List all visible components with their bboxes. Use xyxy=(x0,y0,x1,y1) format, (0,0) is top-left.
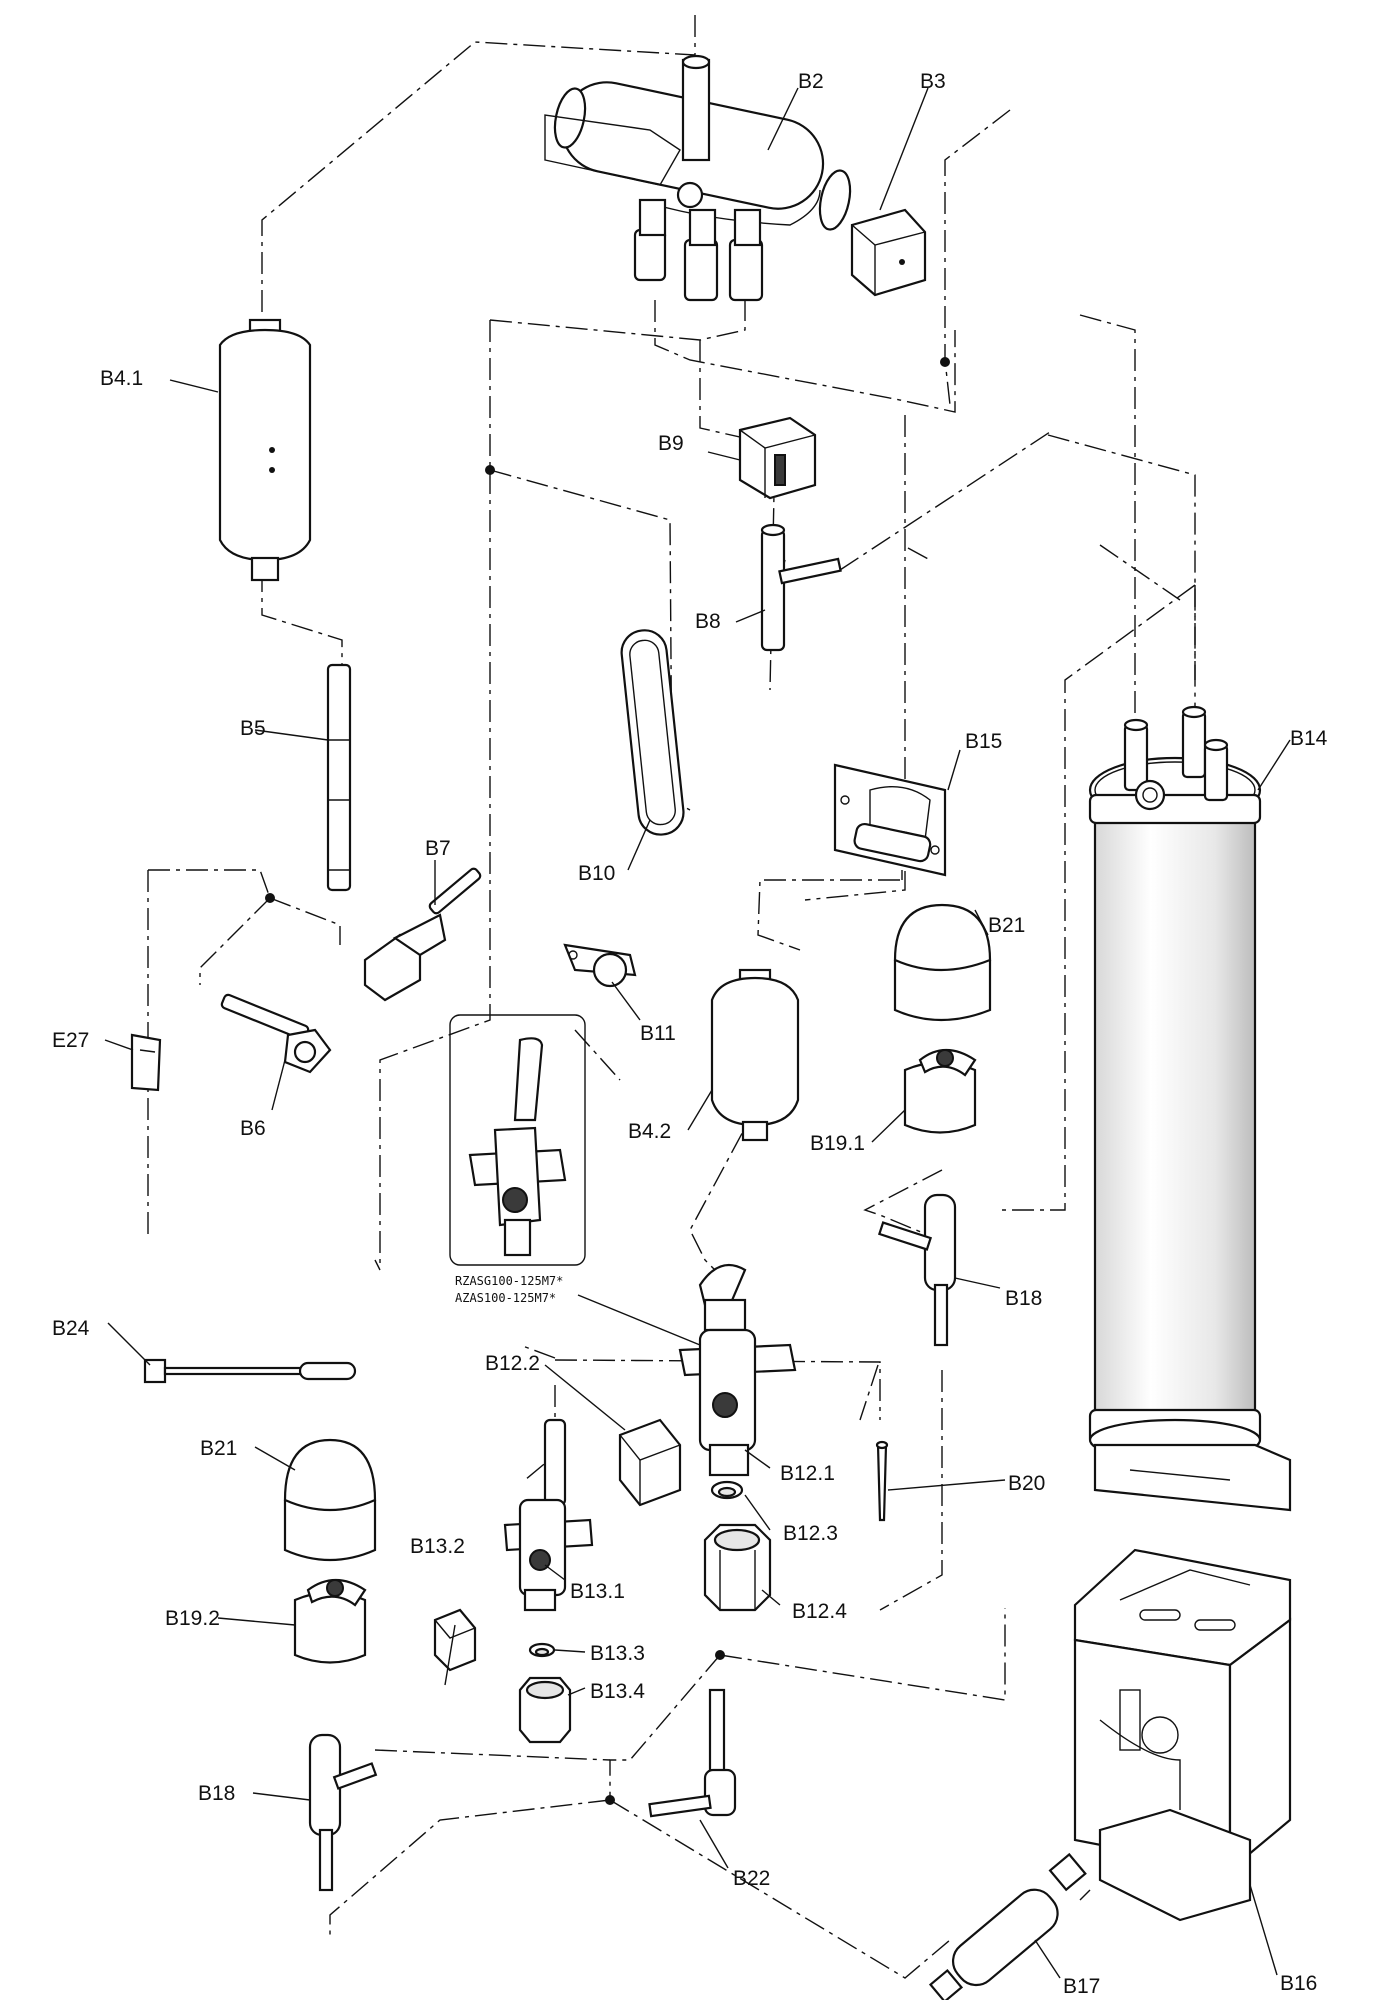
valve-b8 xyxy=(760,523,842,652)
thermistor-b20 xyxy=(875,1440,889,1522)
label-b3: B3 xyxy=(920,70,946,93)
label-b21-lower: B21 xyxy=(200,1437,237,1460)
valve-b18-lower xyxy=(308,1733,378,1892)
seal-b12-3 xyxy=(710,1480,744,1500)
four-way-valve-b2 xyxy=(544,54,852,302)
assembly-lines xyxy=(147,15,1196,1979)
label-b13-3: B13.3 xyxy=(590,1642,645,1665)
label-b24: B24 xyxy=(52,1317,90,1340)
clip-e27 xyxy=(130,1033,162,1092)
label-b12-3: B12.3 xyxy=(783,1522,838,1545)
clamp-b11 xyxy=(563,943,637,988)
label-b13-1: B13.1 xyxy=(570,1580,625,1603)
gasket-b10 xyxy=(620,629,685,836)
label-b15: B15 xyxy=(965,730,1002,753)
part-labels: B2 B3 B4.1 B5 B6 B7 B8 B9 B10 B11 B15 B1… xyxy=(52,70,1328,1998)
label-b9: B9 xyxy=(658,432,684,455)
label-b10: B10 xyxy=(578,862,615,885)
tee-b22 xyxy=(648,1688,737,1818)
label-b7: B7 xyxy=(425,837,451,860)
accumulator-b4-2 xyxy=(710,968,800,1142)
label-b19-1: B19.1 xyxy=(810,1132,865,1155)
cap-b21-upper xyxy=(893,903,992,1022)
cap-nut-b13-2 xyxy=(433,1608,477,1672)
leader-lines xyxy=(104,87,1291,1979)
label-b4-2: B4.2 xyxy=(628,1120,671,1143)
flare-nut-b13-4 xyxy=(518,1676,572,1744)
coil-b9 xyxy=(738,416,817,500)
label-b16: B16 xyxy=(1280,1972,1317,1995)
inset-variant-box: RZASG100-125M7* AZAS100-125M7* xyxy=(449,1014,586,1305)
bracket-b15 xyxy=(833,763,947,877)
label-b6: B6 xyxy=(240,1117,266,1140)
coil-b19-1 xyxy=(903,1048,977,1134)
label-b18-upper: B18 xyxy=(1005,1287,1042,1310)
label-b4-1: B4.1 xyxy=(100,367,143,390)
label-b21-upper: B21 xyxy=(988,914,1025,937)
inset-note-line-2: AZAS100-125M7* xyxy=(455,1291,556,1305)
seal-b13-3 xyxy=(528,1642,556,1658)
tube-b5 xyxy=(326,663,352,892)
label-b18-lower: B18 xyxy=(198,1782,235,1805)
label-b5: B5 xyxy=(240,717,266,740)
flare-nut-b12-4 xyxy=(703,1523,772,1612)
label-b19-2: B19.2 xyxy=(165,1607,220,1630)
label-b22: B22 xyxy=(733,1867,770,1890)
accumulator-b4-1 xyxy=(218,318,312,582)
label-b2: B2 xyxy=(798,70,824,93)
sensor-b6 xyxy=(220,993,332,1074)
inset-note-line-1: RZASG100-125M7* xyxy=(455,1274,563,1288)
label-b13-2: B13.2 xyxy=(410,1535,465,1558)
label-b13-4: B13.4 xyxy=(590,1680,645,1703)
probe-b24 xyxy=(143,1358,357,1384)
canister-b17 xyxy=(928,1852,1087,2000)
junction-dots xyxy=(265,357,950,1805)
sensor-b7 xyxy=(363,867,482,1002)
label-b12-2: B12.2 xyxy=(485,1352,540,1375)
label-b12-4: B12.4 xyxy=(792,1600,847,1623)
coil-b3 xyxy=(850,208,927,297)
base-frame-b16 xyxy=(1073,1548,1292,1922)
label-b8: B8 xyxy=(695,610,721,633)
service-valve-b12-1 xyxy=(678,1263,797,1477)
label-e27: E27 xyxy=(52,1029,89,1052)
label-b11: B11 xyxy=(640,1022,676,1045)
label-b14: B14 xyxy=(1290,727,1328,750)
label-b20: B20 xyxy=(1008,1472,1045,1495)
cap-b21-lower xyxy=(283,1438,377,1562)
label-b12-1: B12.1 xyxy=(780,1462,835,1485)
receiver-cylinder-b14 xyxy=(1088,705,1292,1512)
coil-b19-2 xyxy=(293,1579,367,1664)
label-b17: B17 xyxy=(1063,1975,1100,1998)
cap-nut-b12-2 xyxy=(618,1418,682,1507)
valve-b18-upper xyxy=(877,1193,957,1347)
